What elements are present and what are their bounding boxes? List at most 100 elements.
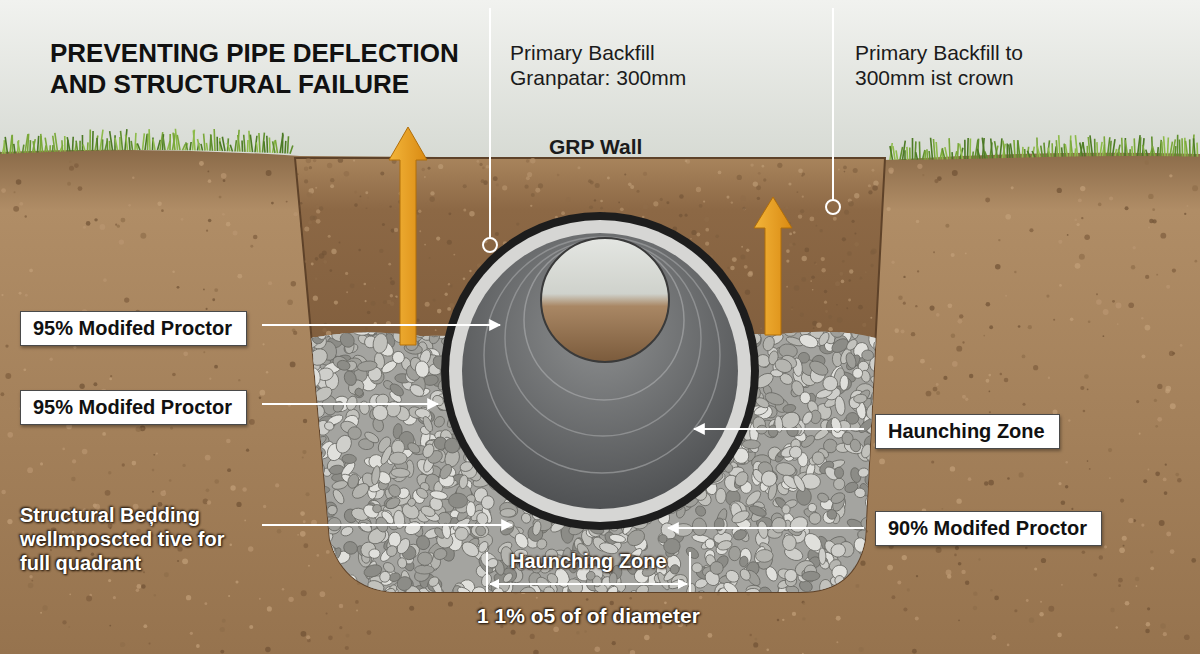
backfill-grain xyxy=(319,253,325,259)
soil-grain xyxy=(936,383,939,386)
backfill-grain xyxy=(300,290,302,292)
soil-grain xyxy=(177,560,179,562)
soil-grain xyxy=(887,207,891,211)
backfill-grain xyxy=(315,187,317,189)
soil-grain xyxy=(31,580,33,582)
soil-grain xyxy=(172,270,175,273)
soil-grain xyxy=(68,626,70,628)
soil-grain xyxy=(1145,325,1151,331)
soil-grain xyxy=(259,598,261,600)
soil-grain xyxy=(69,166,74,171)
soil-grain xyxy=(219,196,222,199)
gravel-stone xyxy=(874,448,886,460)
soil-grain xyxy=(1082,550,1086,554)
backfill-grain xyxy=(798,214,802,218)
soil-grain xyxy=(122,463,125,466)
soil-grain xyxy=(1096,299,1102,305)
soil-grain xyxy=(1007,477,1010,480)
backfill-grain xyxy=(812,289,814,291)
soil-grain xyxy=(199,161,204,166)
soil-grain xyxy=(1152,208,1155,211)
soil-grain xyxy=(993,633,995,635)
backfill-grain xyxy=(323,260,327,264)
backfill-grain xyxy=(365,327,368,330)
soil-grain xyxy=(28,583,33,588)
backfill-grain xyxy=(696,232,700,236)
soil-grain xyxy=(1103,309,1109,315)
backfill-grain xyxy=(870,264,873,267)
soil-grain xyxy=(209,378,211,380)
backfill-grain xyxy=(493,197,497,201)
soil-grain xyxy=(1040,601,1042,603)
soil-grain xyxy=(1160,623,1166,629)
soil-grain xyxy=(308,565,310,567)
backfill-grain xyxy=(854,193,859,198)
gravel-stone xyxy=(340,525,355,538)
soil-grain xyxy=(99,224,105,230)
backfill-grain xyxy=(789,232,792,235)
soil-grain xyxy=(206,230,208,232)
soil-grain xyxy=(143,571,145,573)
backfill-grain xyxy=(469,211,474,216)
backfill-grain xyxy=(882,345,887,350)
soil-grain xyxy=(986,379,990,383)
soil-grain xyxy=(1087,460,1089,462)
soil-grain xyxy=(898,296,903,301)
backfill-grain xyxy=(703,200,705,202)
backfill-grain xyxy=(304,179,308,183)
soil-grain xyxy=(246,449,249,452)
soil-grain xyxy=(214,365,218,369)
gravel-stone xyxy=(307,558,331,582)
soil-grain xyxy=(958,562,962,566)
soil-grain xyxy=(113,596,116,599)
gravel-stone xyxy=(875,582,892,604)
backfill-grain xyxy=(842,237,846,241)
backfill-grain xyxy=(419,230,421,232)
gravel-stone xyxy=(799,320,815,334)
gravel-stone xyxy=(325,557,339,573)
soil-grain xyxy=(1165,386,1171,392)
soil-grain xyxy=(1053,319,1055,321)
soil-grain xyxy=(1059,284,1062,287)
backfill-grain xyxy=(745,290,750,295)
soil-grain xyxy=(973,591,977,595)
soil-grain xyxy=(287,299,293,305)
backfill-grain xyxy=(607,177,610,180)
soil-grain xyxy=(220,650,224,654)
backfill-grain xyxy=(524,185,528,189)
backfill-grain xyxy=(531,193,535,197)
soil-grain xyxy=(326,550,330,554)
soil-grain xyxy=(157,201,161,205)
soil-grain xyxy=(1169,174,1172,177)
soil-grain xyxy=(266,170,272,176)
soil-grain xyxy=(1041,558,1046,563)
soil-grain xyxy=(5,344,8,347)
backfill-grain xyxy=(416,319,419,322)
backfill-grain xyxy=(786,249,790,253)
soil-grain xyxy=(936,391,940,395)
soil-grain xyxy=(942,508,944,510)
backfill-grain xyxy=(430,191,434,195)
backfill-grain xyxy=(436,236,440,240)
soil-grain xyxy=(1125,206,1129,210)
soil-grain xyxy=(933,251,935,253)
soil-grain xyxy=(1080,186,1085,191)
native-soil xyxy=(0,150,1200,654)
soil-grain xyxy=(1128,518,1133,523)
soil-grain xyxy=(154,594,156,596)
gravel-stone xyxy=(307,434,317,444)
gravel-stone xyxy=(432,414,446,429)
backfill-grain xyxy=(624,174,626,176)
gravel-stone xyxy=(330,564,343,580)
backfill-grain xyxy=(841,280,845,284)
soil-grain xyxy=(86,595,92,601)
soil-grain xyxy=(132,177,135,180)
backfill-grain xyxy=(715,235,719,239)
backfill-grain xyxy=(743,207,746,210)
gravel-stone xyxy=(868,329,885,350)
soil-grain xyxy=(916,220,919,223)
backfill-grain xyxy=(313,296,318,301)
soil-grain xyxy=(664,601,667,604)
soil-grain xyxy=(1022,355,1026,359)
soil-grain xyxy=(73,346,76,349)
